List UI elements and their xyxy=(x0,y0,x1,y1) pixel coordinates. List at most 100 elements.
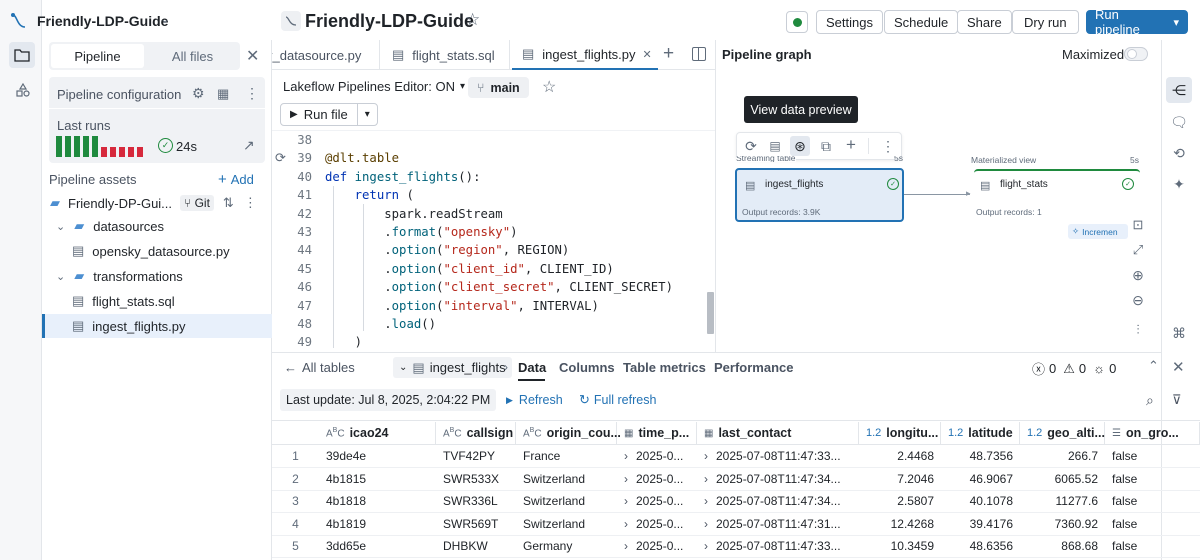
run-bar-ok[interactable] xyxy=(92,136,98,157)
graph-node-flight-stats[interactable]: ▤ flight_stats ✓ Output records: 1 xyxy=(974,169,1140,221)
refresh-icon[interactable]: ⟳ xyxy=(745,137,757,154)
chevron-right-icon[interactable]: › xyxy=(704,494,708,509)
table-cell[interactable]: 40.1078 xyxy=(941,490,1020,512)
history-icon[interactable]: ⟲ xyxy=(1173,144,1185,161)
code-line[interactable]: 41 return ( xyxy=(290,186,414,204)
table-cell[interactable]: 6065.52 xyxy=(1020,468,1105,490)
table-cell[interactable]: 2.5807 xyxy=(859,490,941,512)
tree-root[interactable]: ▰ Friendly-DP-Gui... ⑂ Git ⇅ ⋮ xyxy=(42,191,272,215)
chevron-down-icon[interactable]: ⌄ xyxy=(160,12,171,26)
code-line[interactable]: 43 .format("opensky") xyxy=(290,223,517,241)
shapes-icon[interactable] xyxy=(13,80,33,100)
chevron-up-icon[interactable]: ⌃ xyxy=(1148,358,1159,373)
folder-icon[interactable] xyxy=(9,42,35,68)
chevron-right-icon[interactable]: › xyxy=(624,494,628,509)
star-icon[interactable]: ☆ xyxy=(465,10,481,29)
run-cell-icon[interactable]: ⟳ xyxy=(275,150,286,165)
code-line[interactable]: 42 spark.readStream xyxy=(290,205,503,223)
table-cell[interactable]: 4b1818 xyxy=(319,490,436,512)
new-tab-plus-icon[interactable]: + xyxy=(663,43,675,64)
table-row[interactable] xyxy=(272,512,1200,514)
tree-item-ingest-flights[interactable]: ▤ ingest_flights.py xyxy=(42,314,272,338)
run-bar-fail[interactable] xyxy=(119,147,125,157)
run-pipeline-button[interactable]: Run pipeline ▾ xyxy=(1086,7,1188,37)
column-header[interactable]: ▦last_contact xyxy=(697,422,859,444)
chevron-right-icon[interactable]: › xyxy=(624,449,628,463)
fit-view-icon[interactable]: ⊡ xyxy=(1132,217,1144,232)
scrollbar[interactable] xyxy=(707,292,714,334)
table-cell[interactable]: Germany xyxy=(516,535,617,557)
table-cell[interactable]: 266.7 xyxy=(1020,445,1105,467)
table-cell[interactable]: ›2025-07-08T11:47:31... xyxy=(697,513,859,535)
table-cell[interactable]: ›2025-0... xyxy=(617,490,697,512)
sort-icon[interactable]: ⇅ xyxy=(222,195,234,210)
table-cell[interactable]: ›2025-0... xyxy=(617,513,697,535)
external-link-icon[interactable]: ↗ xyxy=(243,137,255,153)
table-cell[interactable]: Switzerland xyxy=(516,490,617,512)
table-cell[interactable]: 7360.92 xyxy=(1020,513,1105,535)
table-cell[interactable]: 48.6356 xyxy=(941,535,1020,557)
run-bar-fail[interactable] xyxy=(101,147,107,157)
table-cell[interactable]: 3dd65e xyxy=(319,535,436,557)
run-file-button[interactable]: ▶ Run file ▾ xyxy=(280,103,378,126)
table-cell[interactable]: 4b1815 xyxy=(319,468,436,490)
run-bar-ok[interactable] xyxy=(65,136,71,157)
code-line[interactable]: 48 .load() xyxy=(290,315,436,333)
run-bar-fail[interactable] xyxy=(137,147,143,157)
table-cell[interactable]: false xyxy=(1105,490,1200,512)
table-cell[interactable]: 46.9067 xyxy=(941,468,1020,490)
sliders-icon[interactable]: ⫶ xyxy=(1136,322,1140,337)
table-cell[interactable]: TVF42PY xyxy=(436,445,516,467)
chevron-right-icon[interactable]: › xyxy=(624,539,628,554)
chevron-right-icon[interactable]: › xyxy=(704,539,708,554)
app-title[interactable]: Friendly-LDP-Guide xyxy=(37,13,169,29)
schedule-button[interactable]: Schedule xyxy=(884,10,959,34)
graph-node-ingest-flights[interactable]: ▤ ingest_flights ✓ Output records: 3.9K xyxy=(735,168,904,222)
table-cell[interactable]: 10.3459 xyxy=(859,535,941,557)
table-cell[interactable]: ›2025-0... xyxy=(617,445,697,467)
run-bar-fail[interactable] xyxy=(110,147,116,157)
table-cell[interactable]: 39de4e xyxy=(319,445,436,467)
zoom-out-icon[interactable]: ⊖ xyxy=(1132,291,1144,308)
data-preview-icon[interactable]: ⊛ xyxy=(790,136,810,156)
table-cell[interactable]: SWR569T xyxy=(436,513,516,535)
table-cell[interactable]: false xyxy=(1105,535,1200,557)
all-tables-link[interactable]: ← All tables xyxy=(284,360,355,375)
table-cell[interactable]: ›2025-07-08T11:47:34... xyxy=(697,468,859,490)
share-button[interactable]: Share xyxy=(957,10,1012,34)
last-runs-bars[interactable] xyxy=(56,136,151,157)
table-cell[interactable]: 4b1819 xyxy=(319,513,436,535)
table-cell[interactable]: Switzerland xyxy=(516,468,617,490)
table-cell[interactable]: DHBKW xyxy=(436,535,516,557)
table-cell[interactable]: 48.7356 xyxy=(941,445,1020,467)
table-cell[interactable]: ›2025-07-08T11:47:33... xyxy=(697,445,859,467)
status-dot-button[interactable] xyxy=(786,11,808,33)
chevron-right-icon[interactable]: › xyxy=(704,516,708,531)
table-cell[interactable]: 868.68 xyxy=(1020,535,1105,557)
editor-mode-dropdown[interactable]: Lakeflow Pipelines Editor: ON ▾ xyxy=(283,79,465,94)
table-cell[interactable]: ›2025-07-08T11:47:33... xyxy=(697,535,859,557)
search-icon[interactable]: ⌕ xyxy=(1146,392,1154,408)
code-line[interactable]: 45 .option("client_id", CLIENT_ID) xyxy=(290,260,614,278)
table-cell[interactable]: false xyxy=(1105,445,1200,467)
chevron-right-icon[interactable]: › xyxy=(704,471,708,486)
column-header[interactable]: ☰on_gro... xyxy=(1105,422,1200,444)
tree-item-flight-stats[interactable]: ▤ flight_stats.sql xyxy=(42,289,272,313)
table-selector[interactable]: ⌄ ▤ ingest_flights xyxy=(393,357,512,378)
kebab-menu-icon[interactable]: ⋮ xyxy=(881,137,895,154)
branch-button[interactable]: ⑂ main xyxy=(468,77,529,98)
zoom-in-icon[interactable]: ⊕ xyxy=(1132,266,1144,283)
full-refresh-button[interactable]: ↻ Full refresh xyxy=(579,392,656,408)
tab-opensky-datasource[interactable]: y_datasource.py xyxy=(272,40,380,70)
star-icon[interactable]: ☆ xyxy=(542,79,557,96)
table-cell[interactable]: 39.4176 xyxy=(941,513,1020,535)
chevron-down-icon[interactable]: ▾ xyxy=(1173,16,1179,29)
column-header[interactable]: ▦time_p... xyxy=(617,422,697,444)
table-cell[interactable]: France xyxy=(516,445,617,467)
git-badge[interactable]: ⑂ Git xyxy=(180,195,214,211)
table-row[interactable] xyxy=(272,467,1200,468)
tab-data[interactable]: Data xyxy=(518,360,547,375)
